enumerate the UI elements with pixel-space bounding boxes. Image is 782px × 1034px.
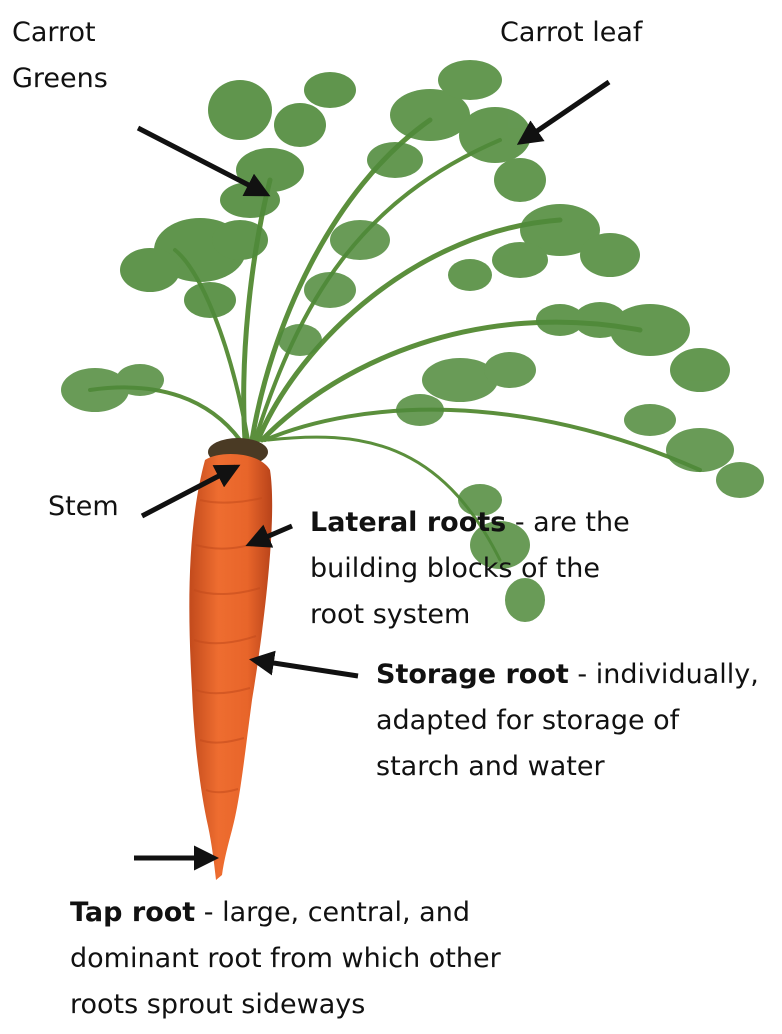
lateral-roots-label-line1: Lateral roots - are the	[310, 500, 630, 546]
carrot-root	[189, 454, 272, 880]
tap-root-label: Tap root - large, central, and dominant …	[70, 890, 501, 1028]
tap-root-label-line2: dominant root from which other	[70, 936, 501, 982]
storage-root-label-line3: starch and water	[376, 744, 759, 790]
stem-label: Stem	[48, 484, 119, 530]
lateral-roots-label: Lateral roots - are the building blocks …	[310, 500, 630, 638]
carrot-leaf-label: Carrot leaf	[500, 10, 642, 56]
storage-root-label: Storage root - individually, adapted for…	[376, 652, 759, 790]
tap-root-label-line1: Tap root - large, central, and	[70, 890, 501, 936]
storage-root-label-line1: Storage root - individually,	[376, 652, 759, 698]
arrow-carrot-leaf	[521, 82, 609, 142]
arrow-storage-root	[254, 660, 358, 676]
lateral-roots-label-line3: root system	[310, 592, 630, 638]
storage-root-term: Storage root	[376, 659, 569, 690]
carrot-leaf-label-text: Carrot leaf	[500, 17, 642, 48]
lateral-roots-term: Lateral roots	[310, 507, 506, 538]
carrot-greens-label: Carrot Greens	[12, 10, 108, 102]
tap-root-term: Tap root	[70, 897, 195, 928]
stem-label-text: Stem	[48, 491, 119, 522]
tap-root-line1-rest: - large, central, and	[195, 897, 470, 928]
lateral-roots-line1-rest: - are the	[506, 507, 629, 538]
lateral-roots-label-line2: building blocks of the	[310, 546, 630, 592]
tap-root-label-line3: roots sprout sideways	[70, 982, 501, 1028]
storage-root-label-line2: adapted for storage of	[376, 698, 759, 744]
storage-root-line1-rest: - individually,	[569, 659, 759, 690]
carrot-greens-label-line1: Carrot	[12, 10, 108, 56]
carrot-greens-label-line2: Greens	[12, 56, 108, 102]
